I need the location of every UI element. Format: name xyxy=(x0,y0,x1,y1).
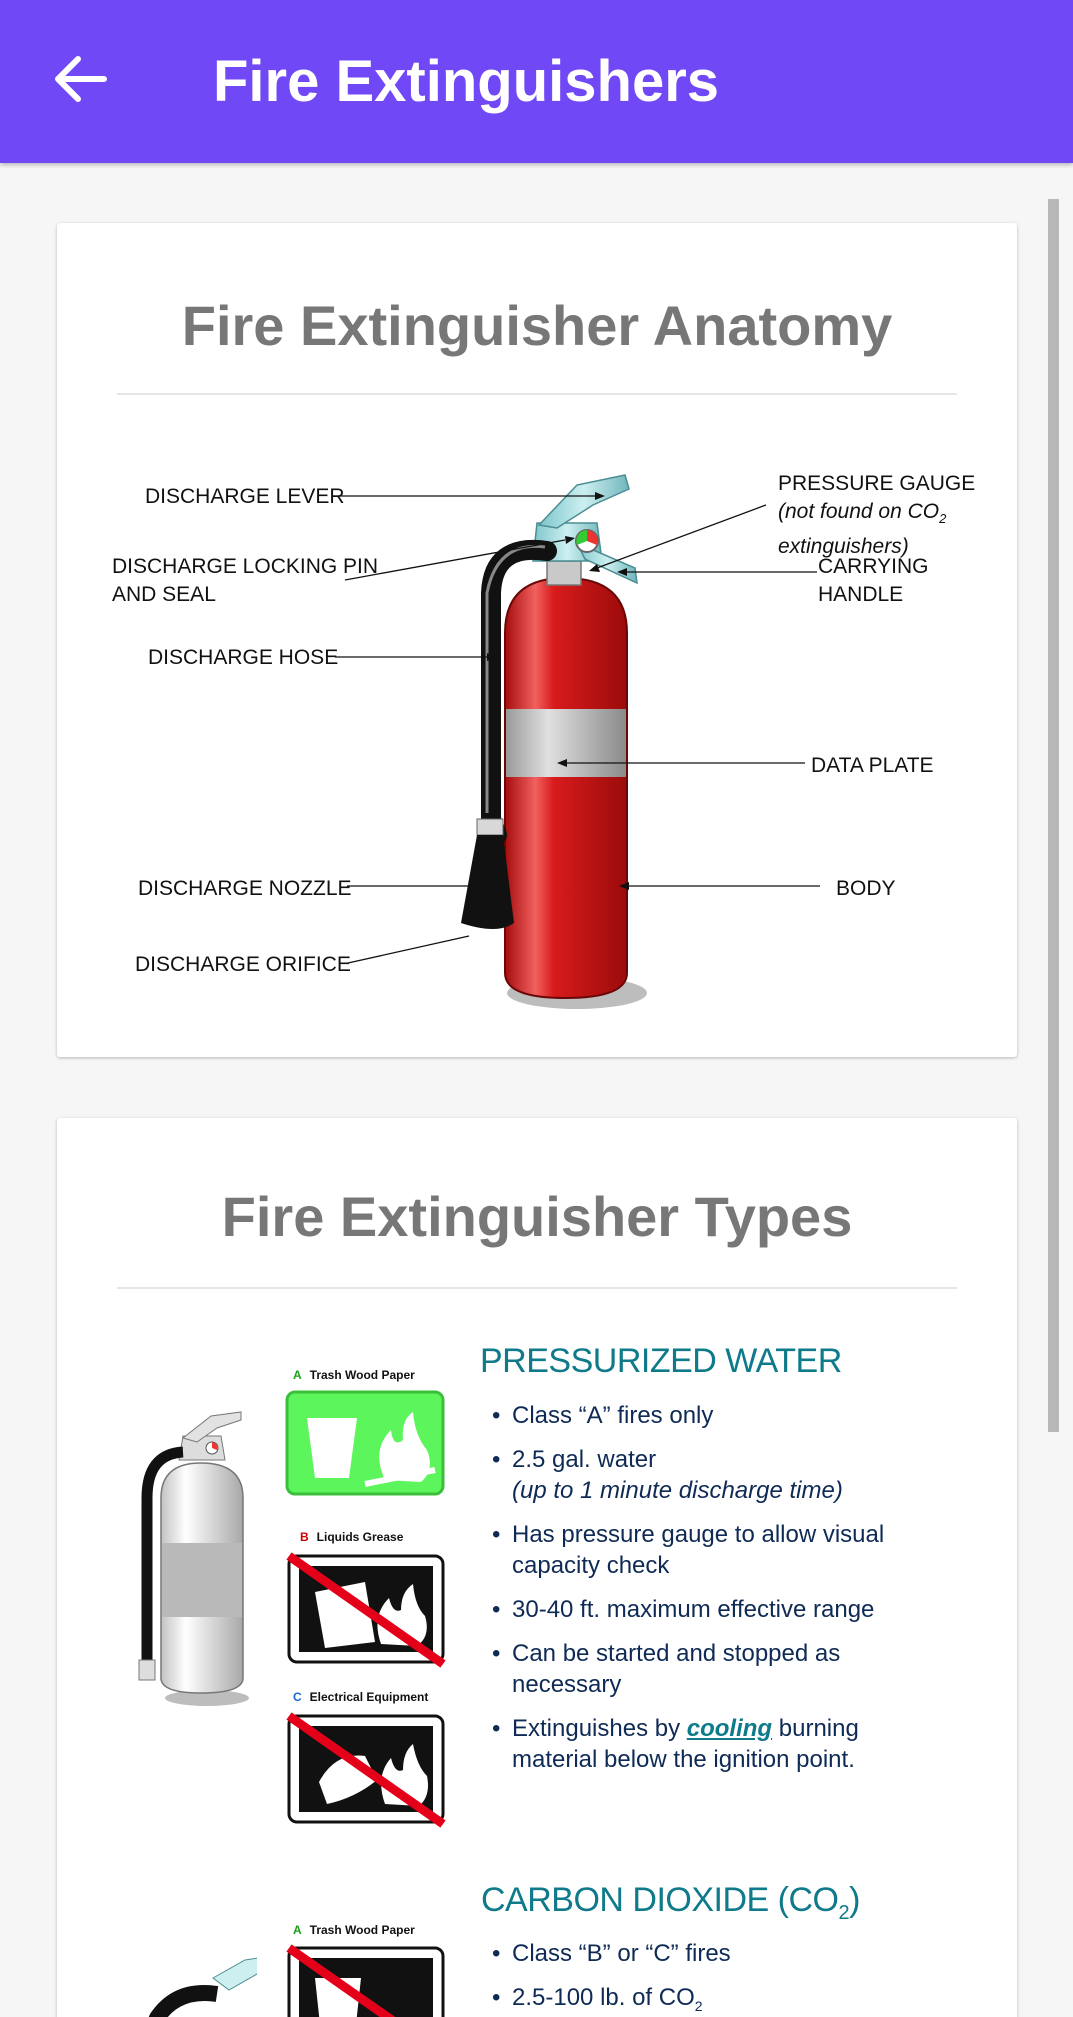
carbon-dioxide-bullets: Class “B” or “C” fires 2.5-100 lb. of CO… xyxy=(492,1938,932,2017)
carbon-dioxide-heading: CARBON DIOXIDE (CO2) xyxy=(481,1881,860,1924)
anatomy-title: Fire Extinguisher Anatomy xyxy=(181,294,893,357)
label-discharge-orifice: DISCHARGE ORIFICE xyxy=(135,953,351,976)
pressurized-water-bullets: Class “A” fires only 2.5 gal. water(up t… xyxy=(492,1400,932,1788)
label-carrying-handle: CARRYING HANDLE xyxy=(818,555,929,606)
label-data-plate: DATA PLATE xyxy=(811,754,934,777)
list-item: Class “A” fires only xyxy=(492,1400,932,1431)
list-item: Has pressure gauge to allow visual capac… xyxy=(492,1519,932,1581)
label-locking-pin: DISCHARGE LOCKING PIN AND SEAL xyxy=(112,555,379,606)
divider xyxy=(117,393,957,395)
page-title: Fire Extinguishers xyxy=(213,49,720,114)
list-item: 2.5-100 lb. of CO2 xyxy=(492,1982,932,2017)
label-discharge-nozzle: DISCHARGE NOZZLE xyxy=(138,877,352,900)
water-extinguisher-image xyxy=(138,1411,249,1706)
pressurized-water-heading: PRESSURIZED WATER xyxy=(480,1342,842,1380)
co2-extinguisher-image xyxy=(148,1957,257,2017)
label-discharge-hose: DISCHARGE HOSE xyxy=(148,646,339,669)
divider xyxy=(117,1287,957,1289)
list-item: Extinguishes by cooling burning material… xyxy=(492,1713,932,1775)
list-item: 2.5 gal. water(up to 1 minute discharge … xyxy=(492,1444,932,1506)
label-pressure-gauge: PRESSURE GAUGE (not found on CO2 extingu… xyxy=(778,472,976,559)
list-item: Can be started and stopped as necessary xyxy=(492,1638,932,1700)
list-item: 30-40 ft. maximum effective range xyxy=(492,1594,932,1625)
label-discharge-lever: DISCHARGE LEVER xyxy=(145,485,345,508)
label-body: BODY xyxy=(836,877,896,900)
anatomy-card: Fire Extinguisher Anatomy xyxy=(57,223,1017,1057)
app-bar: Fire Extinguishers xyxy=(0,0,1073,163)
extinguisher-anatomy-diagram xyxy=(332,474,820,1009)
arrow-left-icon xyxy=(55,56,107,102)
list-item: Class “B” or “C” fires xyxy=(492,1938,932,1969)
scrollbar[interactable] xyxy=(1048,199,1059,1432)
types-title: Fire Extinguisher Types xyxy=(221,1185,853,1248)
class-c-prohibited-icon xyxy=(286,1712,446,1828)
class-a-icon xyxy=(285,1390,445,1496)
back-button[interactable] xyxy=(44,42,118,116)
class-b-prohibited-icon xyxy=(286,1552,446,1668)
class-a-prohibited-icon xyxy=(286,1944,445,2017)
